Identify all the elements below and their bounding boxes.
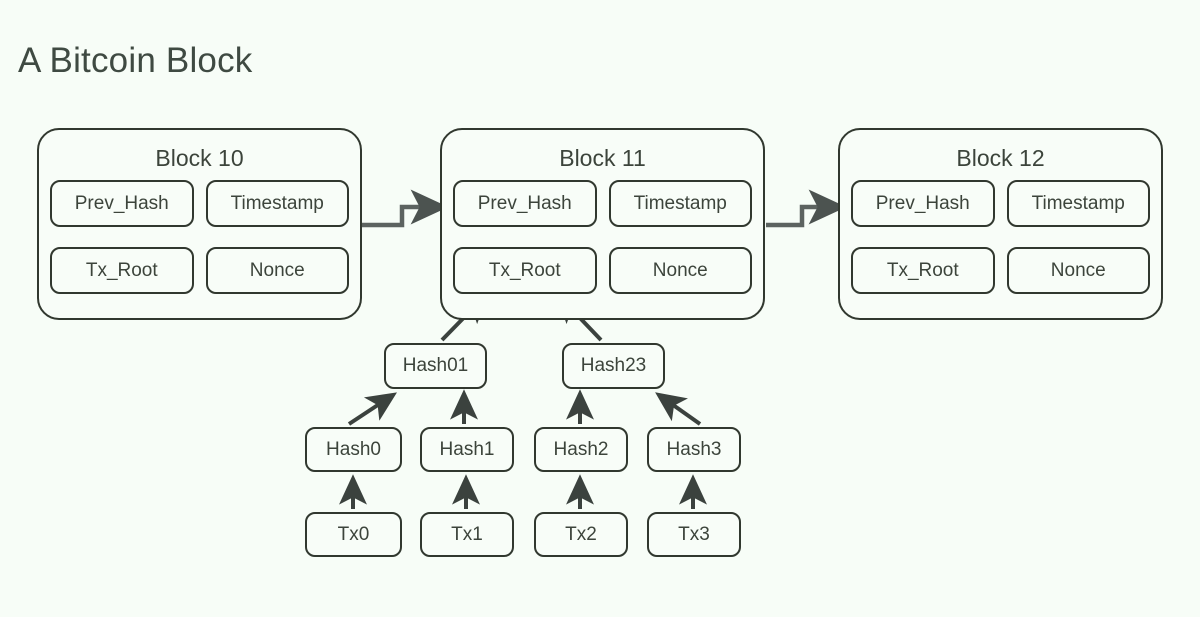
block-10-field-prev-hash[interactable]: Prev_Hash [50,180,194,227]
block-10-title: Block 10 [155,145,244,171]
merkle-node-hash2[interactable]: Hash2 [534,427,628,472]
chain-link-10-11 [362,189,449,228]
block-11-fields: Prev_Hash Timestamp Tx_Root Nonce [453,180,752,294]
block-12[interactable]: Block 12 Prev_Hash Timestamp Tx_Root Non… [838,128,1163,320]
transaction-tx3[interactable]: Tx3 [647,512,741,557]
block-11-field-tx-root[interactable]: Tx_Root [453,247,597,294]
block-12-field-timestamp[interactable]: Timestamp [1006,180,1150,227]
block-10-fields: Prev_Hash Timestamp Tx_Root Nonce [50,180,349,294]
transaction-tx1[interactable]: Tx1 [420,512,514,557]
block-12-fields: Prev_Hash Timestamp Tx_Root Nonce [851,180,1150,294]
block-12-field-nonce[interactable]: Nonce [1006,247,1150,294]
chain-link-11-12 [766,189,847,228]
merkle-node-hash01[interactable]: Hash01 [384,343,487,389]
block-11-title: Block 11 [559,145,646,171]
block-11[interactable]: Block 11 Prev_Hash Timestamp Tx_Root Non… [440,128,765,320]
merkle-node-hash23[interactable]: Hash23 [562,343,665,389]
block-11-field-prev-hash[interactable]: Prev_Hash [453,180,597,227]
block-10-field-tx-root[interactable]: Tx_Root [50,247,194,294]
block-11-field-nonce[interactable]: Nonce [608,247,752,294]
merkle-node-hash0[interactable]: Hash0 [305,427,402,472]
block-10-field-timestamp[interactable]: Timestamp [205,180,349,227]
block-12-field-tx-root[interactable]: Tx_Root [851,247,995,294]
merkle-link-hash3-hash23 [655,392,702,426]
page-title: A Bitcoin Block [18,41,253,80]
block-10[interactable]: Block 10 Prev_Hash Timestamp Tx_Root Non… [37,128,362,320]
block-10-field-nonce[interactable]: Nonce [205,247,349,294]
transaction-tx2[interactable]: Tx2 [534,512,628,557]
merkle-link-hash0-hash01 [347,392,398,426]
merkle-node-hash1[interactable]: Hash1 [420,427,514,472]
block-11-field-timestamp[interactable]: Timestamp [608,180,752,227]
merkle-node-hash3[interactable]: Hash3 [647,427,741,472]
block-12-title: Block 12 [956,145,1045,171]
block-12-field-prev-hash[interactable]: Prev_Hash [851,180,995,227]
transaction-tx0[interactable]: Tx0 [305,512,402,557]
